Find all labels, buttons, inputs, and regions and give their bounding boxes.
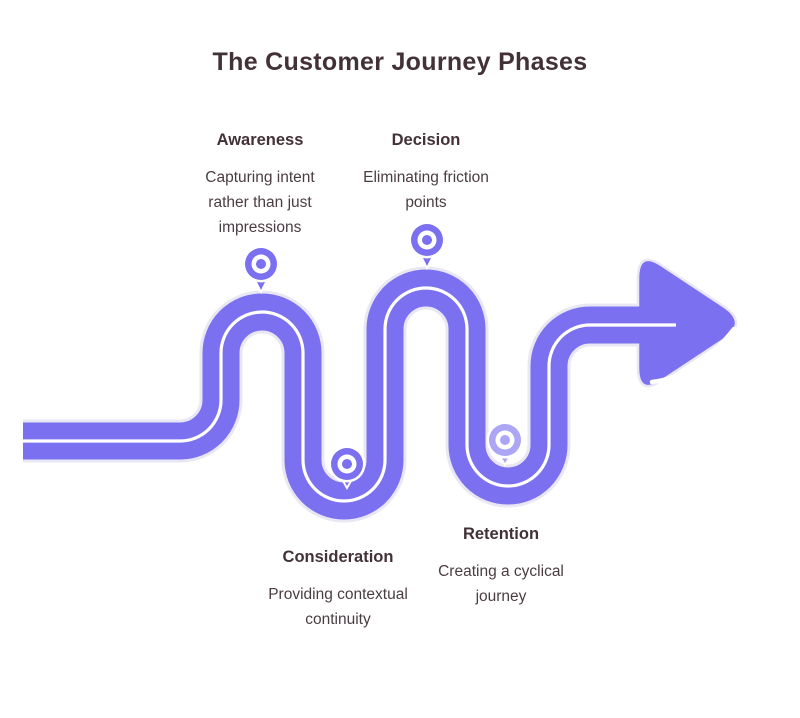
phase-label-retention: Retention Creating a cyclical journey	[420, 525, 582, 609]
phase-label-decision: Decision Eliminating friction points	[342, 131, 510, 215]
map-pin-awareness-icon	[242, 245, 280, 294]
phase-name-consideration: Consideration	[282, 548, 394, 566]
phase-description-decision: Eliminating friction points	[363, 169, 489, 211]
map-pin-consideration-icon	[328, 445, 366, 490]
phase-description-awareness: Capturing intent rather than just impres…	[205, 169, 315, 236]
phase-label-awareness: Awareness Capturing intent rather than j…	[185, 131, 335, 240]
arrow-head-body	[636, 258, 738, 388]
arrow-swoosh-highlight	[649, 326, 737, 385]
arrow-right-icon	[636, 258, 738, 388]
phase-description-consideration: Providing contextual continuity	[268, 586, 408, 628]
road-center-line	[23, 286, 676, 503]
phase-label-consideration: Consideration Providing contextual conti…	[244, 548, 432, 632]
phase-description-retention: Creating a cyclical journey	[438, 563, 564, 605]
page-title: The Customer Journey Phases	[212, 48, 588, 76]
phase-name-awareness: Awareness	[216, 131, 304, 149]
map-pin-decision-icon	[408, 221, 446, 270]
map-pin-retention-icon	[486, 421, 524, 467]
phase-name-retention: Retention	[462, 525, 540, 543]
phase-name-decision: Decision	[391, 131, 461, 149]
